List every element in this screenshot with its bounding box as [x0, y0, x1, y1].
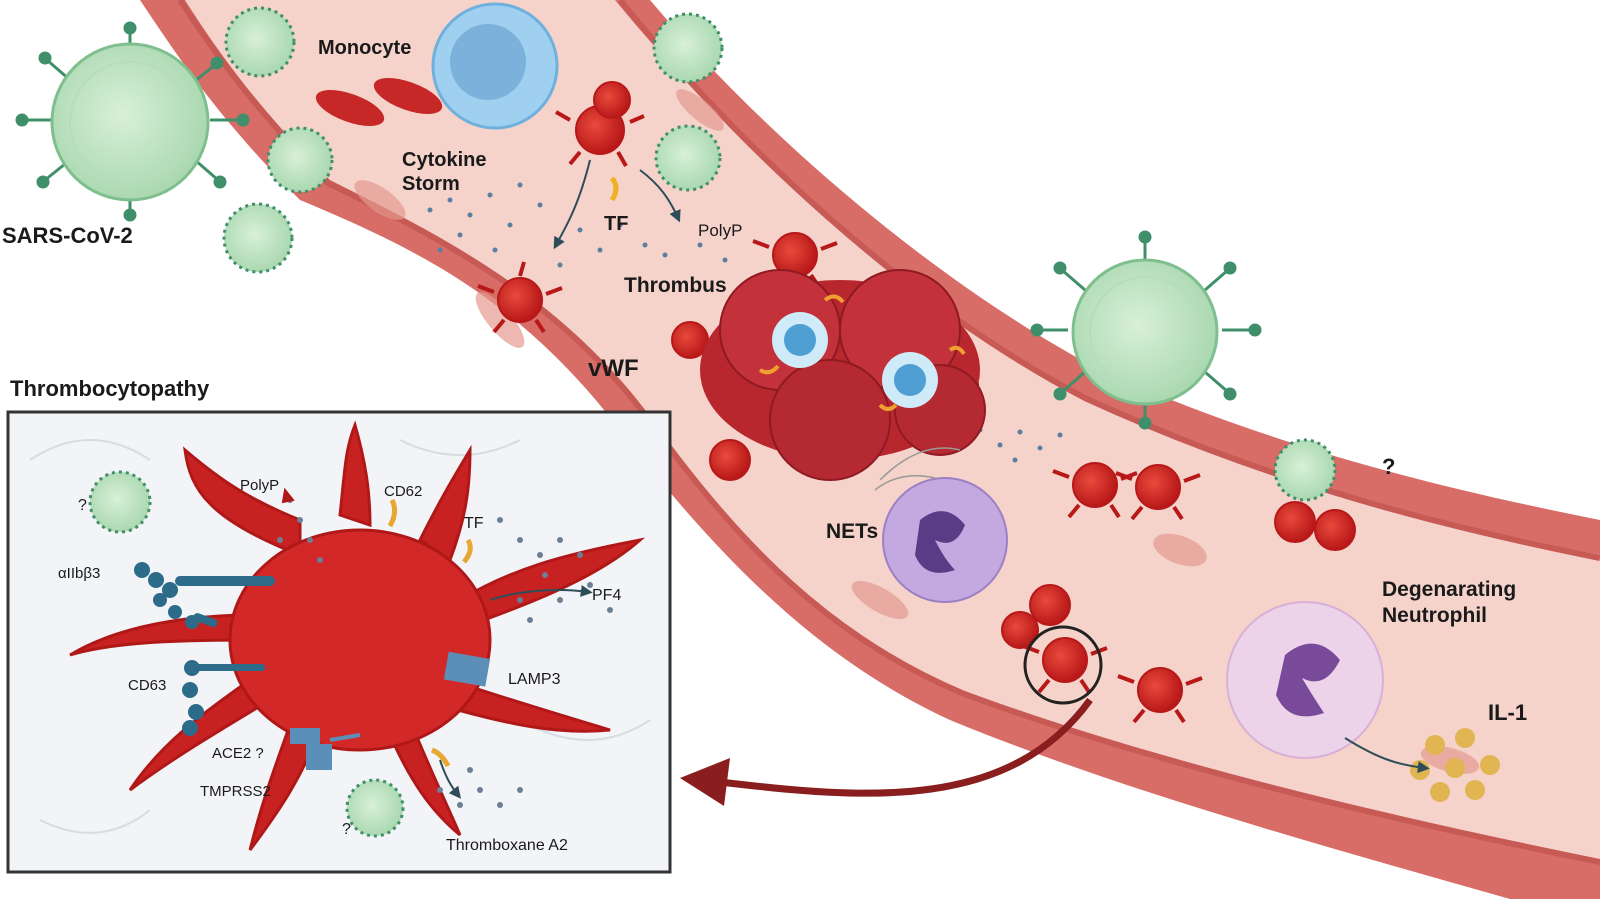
- degenerating-neutrophil: [1226, 601, 1384, 759]
- label-degenerating: Degenarating: [1382, 578, 1516, 601]
- label-thrombus: Thrombus: [624, 274, 727, 297]
- virus-top-vessel: [652, 12, 724, 84]
- inset-label-lamp3: LAMP3: [508, 671, 561, 688]
- thrombus-leukocytes: [772, 312, 938, 408]
- il1-particles: [1410, 728, 1500, 802]
- callout-arrow: [680, 625, 1103, 806]
- label-nets: NETs: [826, 520, 878, 543]
- inset-label-polyp: PolyP: [240, 477, 279, 494]
- label-question-right: ?: [1382, 454, 1395, 479]
- inset-label-cd63: CD63: [128, 677, 166, 694]
- label-cytokine: Cytokine: [402, 149, 486, 171]
- inset-label-q1: ?: [78, 497, 87, 514]
- virus-small-top: [224, 6, 296, 78]
- inset-label-tf: TF: [464, 515, 484, 532]
- inset-virus-bottom: [345, 778, 405, 838]
- cd63-receptor: [182, 660, 265, 736]
- ace2-tmprss2-receptor: [290, 728, 361, 770]
- inset-label-thromboxane: Thromboxane A2: [446, 837, 568, 854]
- platelets-main: [477, 81, 1356, 724]
- virus-large-left: [15, 21, 250, 222]
- monocyte-cell: [431, 2, 559, 130]
- virus-small-low: [222, 202, 294, 274]
- label-neutrophil: Neutrophil: [1382, 604, 1487, 627]
- neutrophil-nets: [874, 447, 1008, 603]
- inset-label-ace2: ACE2 ?: [212, 745, 264, 762]
- label-vwf: vWF: [588, 355, 639, 382]
- virus-large-right: [1030, 230, 1262, 430]
- inset-title: Thrombocytopathy: [10, 376, 210, 401]
- thrombus-clot: [700, 269, 986, 481]
- label-monocyte: Monocyte: [318, 37, 411, 59]
- inset-label-cd62: CD62: [384, 483, 422, 500]
- inset-label-pf4: PF4: [592, 587, 621, 604]
- virus-in-lumen: [654, 124, 722, 192]
- label-il1: IL-1: [1488, 700, 1527, 725]
- inset-label-aiib3: αIIbβ3: [58, 565, 100, 582]
- inset-virus-top: [88, 470, 152, 534]
- inset-label-tmprss2: TMPRSS2: [200, 783, 271, 800]
- inset-label-q2: ?: [342, 821, 351, 838]
- virus-right-small: [1273, 438, 1337, 502]
- virus-small-mid: [266, 126, 334, 194]
- label-tf: TF: [604, 213, 628, 235]
- red-blood-cells: [315, 77, 443, 127]
- label-sars-cov-2: SARS-CoV-2: [2, 223, 133, 248]
- aiib3-receptor: [134, 562, 275, 629]
- inset-panel: ? ? PolyP CD62 TF αIIbβ3 PF4 LAMP3 CD63 …: [6, 410, 672, 874]
- label-storm: Storm: [402, 173, 460, 195]
- lamp3-receptor: [443, 651, 491, 687]
- label-polyp: PolyP: [698, 221, 742, 240]
- main-arrows: [553, 159, 1430, 774]
